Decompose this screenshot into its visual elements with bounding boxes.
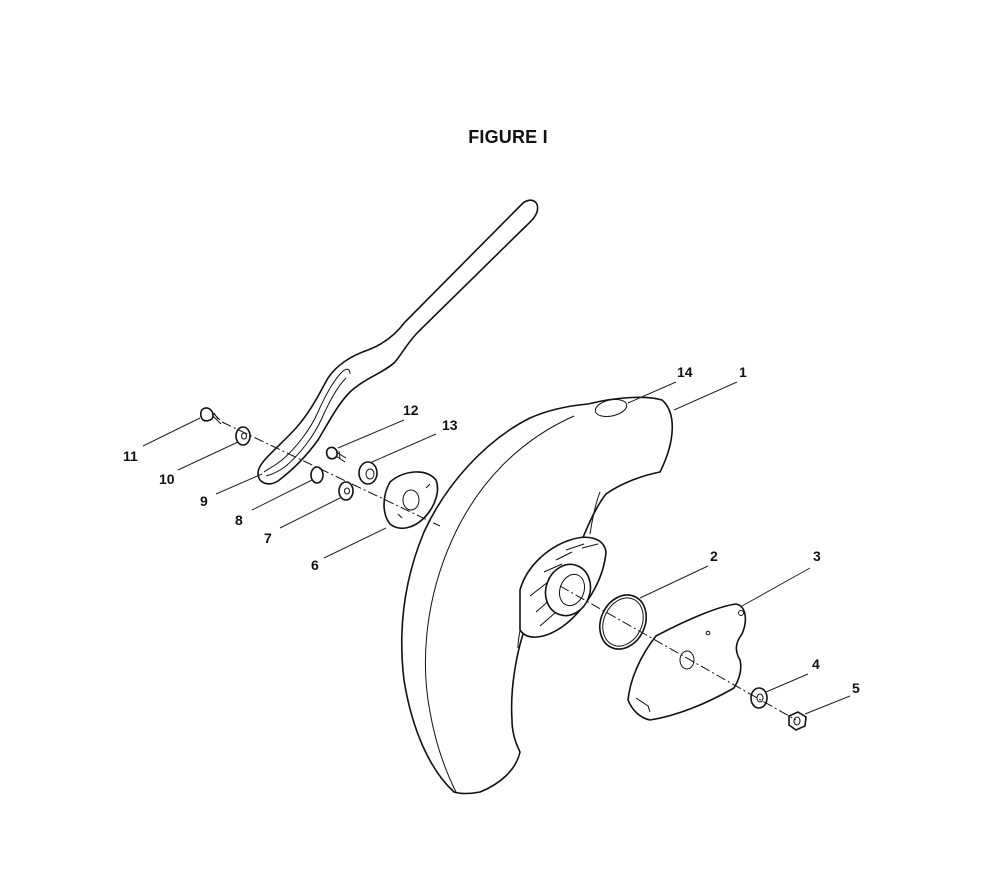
plate-part-3 xyxy=(627,603,747,721)
callout-13: 13 xyxy=(442,417,458,433)
callout-9: 9 xyxy=(200,493,208,509)
callout-11: 11 xyxy=(123,448,138,464)
washer-part-7 xyxy=(338,481,354,501)
callout-10: 10 xyxy=(159,471,175,487)
callout-14: 14 xyxy=(677,364,693,380)
callout-5: 5 xyxy=(852,680,860,696)
washer-part-4 xyxy=(750,687,768,709)
assembly-centerline xyxy=(221,421,797,721)
callout-6: 6 xyxy=(311,557,319,573)
figure-title: FIGURE I xyxy=(468,127,548,147)
bolt-part-12 xyxy=(325,446,347,463)
callout-2: 2 xyxy=(710,548,718,564)
nut-part-5 xyxy=(788,711,807,731)
spacer-part-8 xyxy=(310,466,324,484)
flange-part-6 xyxy=(383,471,439,530)
bushing-part-13 xyxy=(358,461,378,485)
callout-labels: 1 2 3 4 5 6 7 8 9 10 11 12 13 14 xyxy=(123,364,860,696)
callout-3: 3 xyxy=(813,548,821,564)
callout-1: 1 xyxy=(739,364,747,380)
leader-lines xyxy=(142,381,851,715)
callout-7: 7 xyxy=(264,530,272,546)
callout-12: 12 xyxy=(403,402,419,418)
callout-4: 4 xyxy=(812,656,820,672)
handle-part-9 xyxy=(257,199,539,485)
bolt-part-11 xyxy=(199,407,222,425)
callout-8: 8 xyxy=(235,512,243,528)
